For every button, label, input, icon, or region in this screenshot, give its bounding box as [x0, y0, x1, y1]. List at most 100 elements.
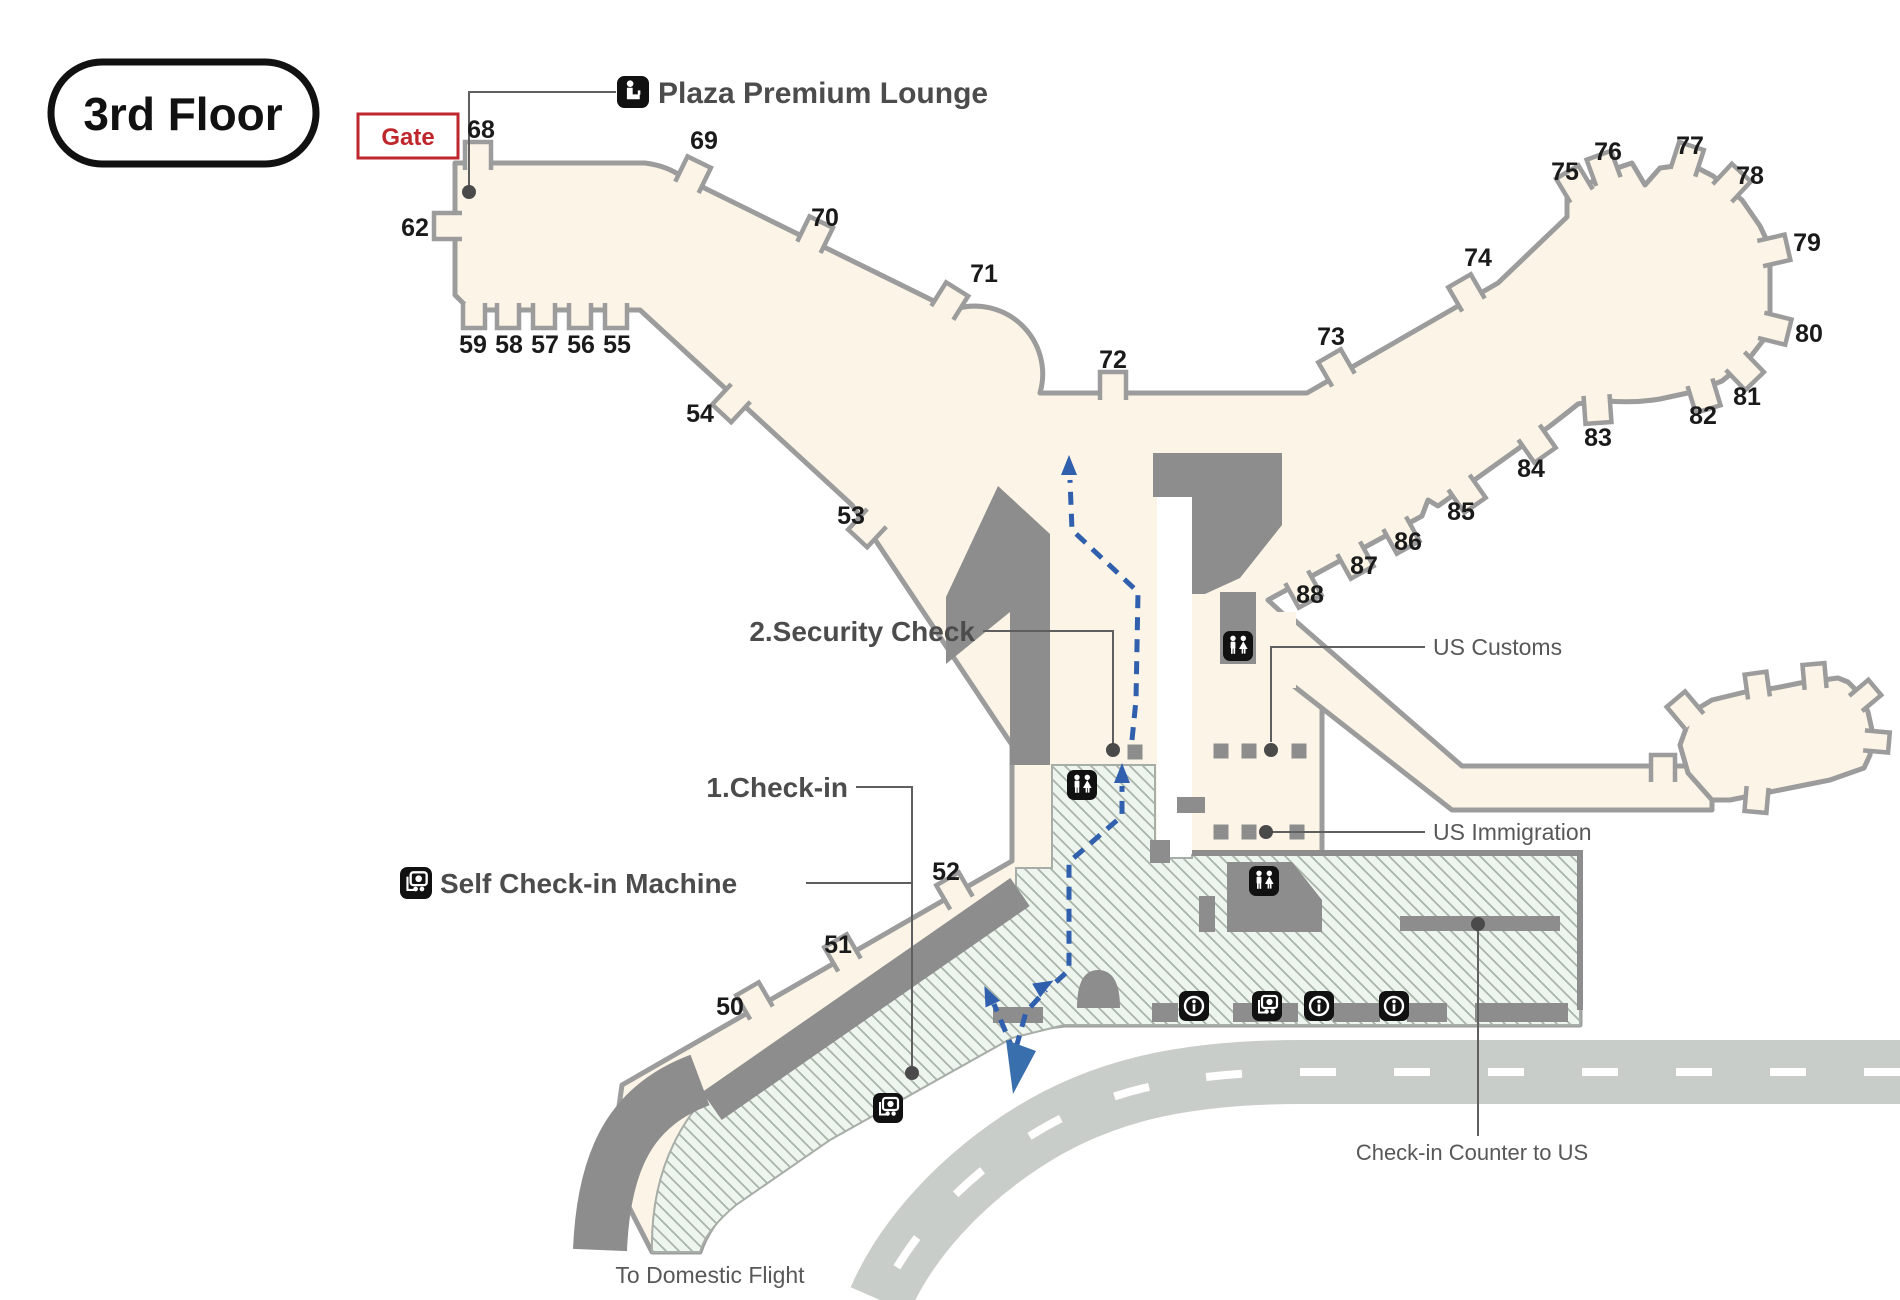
wall-hump: [1077, 970, 1120, 1008]
satellite-gate-stub: [1847, 676, 1885, 713]
gate-legend-badge: Gate: [356, 112, 460, 160]
gate-stub-84: [1516, 423, 1559, 466]
entrance-arrow-icon: [1006, 1040, 1036, 1094]
gate-stub-76: [1583, 147, 1623, 187]
gate-stub-81: [1724, 350, 1768, 394]
label-us-immigration: US Immigration: [1433, 819, 1591, 845]
gate-stub-57: [530, 303, 558, 331]
customs-leader: [1270, 646, 1425, 742]
route-arrow-icon: [984, 986, 1001, 1008]
gate-number-76: 76: [1594, 138, 1622, 166]
gate-stub-68: [462, 139, 494, 170]
kiosk-icon: [873, 1093, 903, 1123]
gate-stub-71: [929, 279, 972, 322]
gate-stub-88: [1283, 569, 1325, 611]
route-dashed-path: [1013, 988, 1048, 1049]
checkpoint-square: [1127, 744, 1143, 760]
gate-number-77: 77: [1676, 132, 1704, 160]
lounge-leader-dot: [462, 185, 476, 199]
lounge-leader: [468, 91, 616, 190]
restroom-icon: [1223, 631, 1253, 661]
gate-number-88: 88: [1296, 581, 1324, 609]
wall-center-block: [1153, 453, 1282, 594]
label-security-check: 2.Security Check: [749, 616, 975, 647]
gate-number-71: 71: [970, 260, 998, 288]
icons-layer: [400, 76, 1409, 1123]
checkpoint-square: [1291, 743, 1307, 759]
gate-number-53: 53: [837, 502, 865, 530]
satellite-gate-stub: [1862, 728, 1893, 755]
gate-stub-75: [1552, 162, 1595, 204]
hatch-border-wall: [1192, 850, 1583, 1010]
restroom-icon: [1067, 770, 1097, 800]
gate-stub-50: [733, 979, 775, 1021]
check-in-leader: [856, 786, 913, 1070]
gate-number-73: 73: [1317, 323, 1345, 351]
gate-number-82: 82: [1689, 402, 1717, 430]
counter-us-leader-dot: [1471, 917, 1485, 931]
wall-small-1: [1177, 797, 1205, 813]
satellite-gate-stub: [1663, 688, 1706, 731]
corridor-join-patch: [1270, 612, 1296, 688]
gate-number-55: 55: [603, 331, 631, 359]
gate-stub-73: [1315, 346, 1357, 388]
gate-number-59: 59: [459, 331, 487, 359]
gate-number-81: 81: [1733, 383, 1761, 411]
route-dashed-path: [1054, 786, 1125, 984]
label-check-in: 1.Check-in: [706, 772, 848, 803]
gate-stub-58: [494, 303, 522, 331]
lounge-icon: [617, 76, 649, 108]
immigration-leader-dot: [1259, 825, 1273, 839]
gate-number-51: 51: [824, 931, 852, 959]
checkin-counter-wall: [702, 878, 1030, 1120]
gate-stub-78: [1711, 160, 1755, 204]
restroom-icon: [1249, 866, 1279, 896]
gate-number-80: 80: [1795, 320, 1823, 348]
route-arrow-icon: [1114, 763, 1130, 783]
road: [850, 1040, 1900, 1300]
gate-stub-69: [673, 153, 714, 194]
satellite-gate-stub: [1742, 669, 1773, 700]
route-arrow-icon: [1032, 980, 1054, 998]
check-in-leader-dot: [905, 1066, 919, 1080]
gate-stub-52: [933, 869, 975, 911]
gate-number-58: 58: [495, 331, 523, 359]
gate-stub-80: [1757, 310, 1795, 348]
gate-stub-62: [431, 210, 462, 242]
satellite-gate-stub: [1742, 785, 1771, 816]
label-self-check-in-machine: Self Check-in Machine: [440, 868, 737, 899]
floor-title: 3rd Floor: [83, 88, 282, 140]
road-center-dashes: [876, 1068, 1900, 1300]
domestic-connector: [573, 1054, 711, 1252]
gate-number-83: 83: [1584, 424, 1612, 452]
gate-number-62: 62: [401, 214, 429, 242]
gate-stub-85: [1446, 473, 1489, 516]
wall-small-2: [1199, 896, 1215, 932]
gate-stub-59: [460, 303, 488, 331]
route-dashed-path: [1067, 479, 1141, 741]
gate-stub-83: [1581, 393, 1614, 427]
gate-number-85: 85: [1447, 498, 1475, 526]
floor-title-badge: 3rd Floor: [47, 58, 320, 168]
gate-number-84: 84: [1517, 455, 1545, 483]
satellite-gate-stub: [1648, 752, 1678, 782]
self-check-in-icon: [400, 867, 432, 899]
gate-stub-79: [1756, 231, 1794, 269]
gate-number-78: 78: [1736, 162, 1764, 190]
label-to-domestic-flight: To Domestic Flight: [615, 1262, 805, 1288]
gate-number-86: 86: [1394, 528, 1422, 556]
gate-number-54: 54: [686, 400, 714, 428]
gate-stub-70: [795, 213, 836, 254]
gate-stub-53: [844, 507, 888, 551]
security-leader: [983, 630, 1114, 746]
structures: [573, 453, 1900, 1300]
gate-stub-82: [1685, 377, 1724, 416]
label-us-customs: US Customs: [1433, 634, 1562, 660]
gate-stub-55: [602, 303, 630, 331]
gate-number-50: 50: [716, 993, 744, 1021]
info-icon: [1179, 991, 1209, 1021]
gate-stub-77: [1668, 139, 1707, 178]
